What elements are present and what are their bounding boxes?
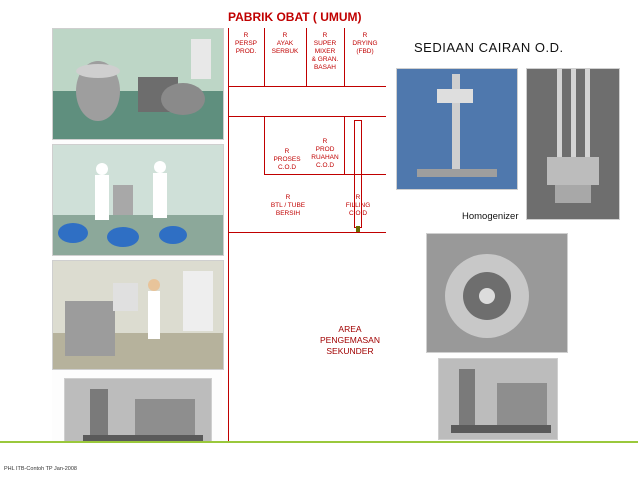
photo-caption: Homogenizer	[462, 211, 519, 222]
photo-strip	[52, 28, 224, 450]
photo-machine-right	[438, 358, 558, 440]
plan-wall	[264, 116, 265, 174]
room-btl-label: R BTL / TUBE BERSIH	[270, 194, 306, 217]
photo-machine-left	[64, 378, 212, 450]
page-title: PABRIK OBAT ( UMUM)	[228, 10, 362, 24]
plan-wall	[306, 28, 307, 86]
room-filling-label: R FILLING C.O.D	[345, 194, 371, 217]
plan-wall	[264, 174, 386, 175]
plan-wall	[264, 28, 265, 86]
room-drying-label: R DRYING (FBD)	[352, 32, 378, 55]
right-panel	[386, 28, 626, 441]
photo-rotor-closeup	[426, 233, 568, 353]
footer-text: PHL ITB-Contoh TP Jan-2008	[4, 466, 77, 472]
room-ayak-label: R AYAK SERBUK	[271, 32, 299, 55]
photo-tank-room	[52, 28, 224, 140]
room-persp-label: R PERSP PROD.	[234, 32, 258, 55]
plan-wall	[228, 86, 386, 87]
plan-wall	[344, 116, 345, 174]
photo-workers	[52, 144, 224, 256]
plan-wall	[228, 232, 386, 233]
room-proses-label: R PROSES C.O.D	[273, 148, 301, 171]
room-ruahan-label: R PROD RUAHAN C.O.D	[311, 138, 339, 169]
section-heading: SEDIAAN CAIRAN O.D.	[414, 40, 564, 55]
photo-large-tank	[52, 260, 224, 370]
area-pengemasan-label: AREA PENGEMASAN SEKUNDER	[320, 324, 380, 356]
plan-wall	[228, 116, 386, 117]
floor-plan: R PERSP PROD. R AYAK SERBUK R SUPER MIXE…	[228, 28, 386, 441]
footer-divider	[0, 441, 638, 443]
room-super-label: R SUPER MIXER & GRAN. BASAH	[311, 32, 339, 71]
plan-wall	[228, 28, 229, 441]
footer	[0, 441, 638, 479]
photo-rotor	[526, 68, 620, 220]
plan-door	[356, 226, 360, 232]
photo-homogenizer-stand	[396, 68, 518, 190]
plan-wall	[344, 28, 345, 86]
